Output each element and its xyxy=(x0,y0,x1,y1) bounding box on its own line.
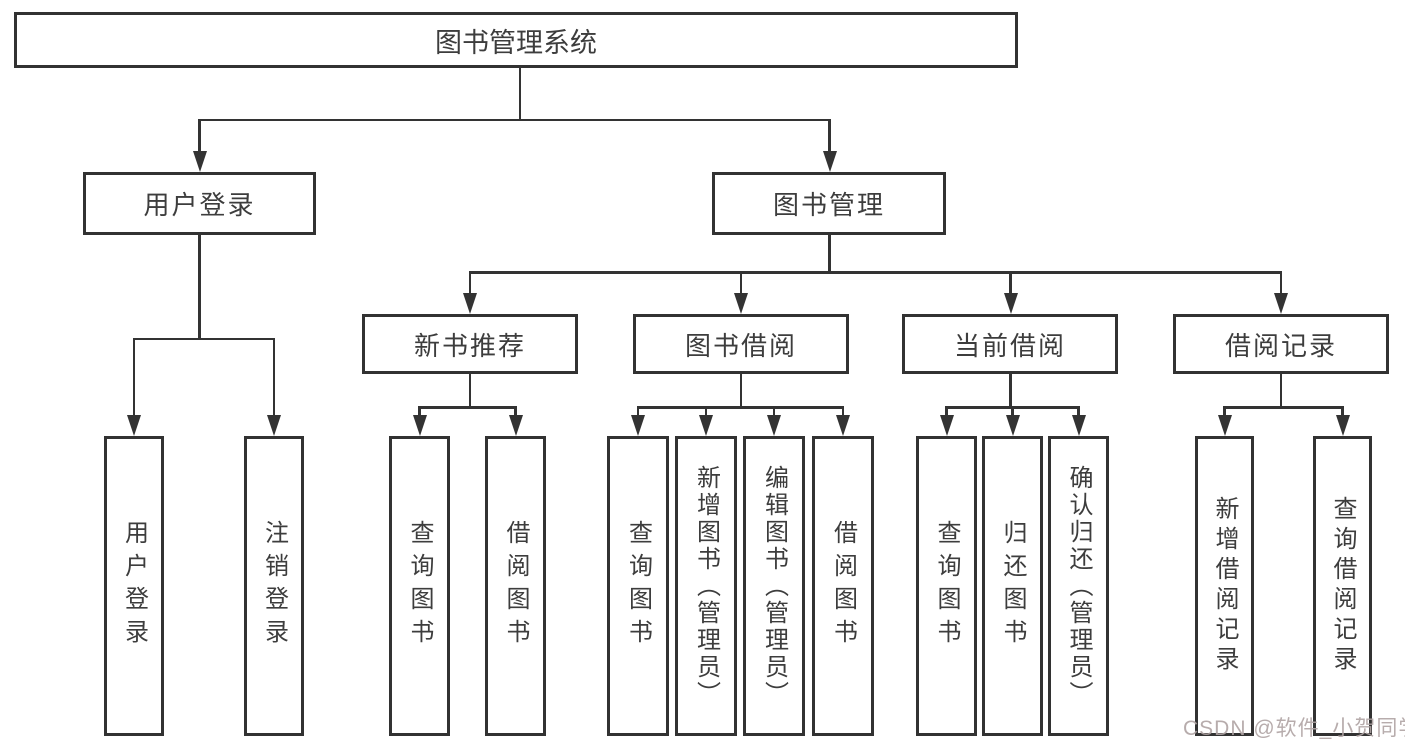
arrow-to-newbook-query xyxy=(412,415,427,436)
arrow-to-newbook-borrow xyxy=(508,415,523,436)
arrow-to-current-query xyxy=(939,415,954,436)
connector-stem-leaf-logout xyxy=(272,338,276,417)
node-book-management: 图书管理 xyxy=(712,172,946,235)
arrow-to-add-record xyxy=(1217,415,1232,436)
arrow-to-new-book-recommend xyxy=(463,293,477,314)
leaf-query-borrow-record-label: 查询借阅记录 xyxy=(1329,496,1356,676)
leaf-borrow-query-books: 查询图书 xyxy=(607,436,669,736)
node-current-borrow-label: 当前借阅 xyxy=(953,330,1066,361)
node-borrow-records-label: 借阅记录 xyxy=(1224,330,1337,361)
connector-stem-query-record xyxy=(1341,406,1344,417)
arrow-to-borrow-books xyxy=(836,415,850,436)
node-new-book-recommend: 新书推荐 xyxy=(362,314,578,374)
arrow-to-edit-books xyxy=(767,415,781,436)
node-borrow-records: 借阅记录 xyxy=(1173,314,1389,374)
connector-user-login-stem xyxy=(198,234,201,339)
connector-stem-return-books xyxy=(1011,406,1014,417)
arrow-to-leaf-logout xyxy=(267,415,281,436)
connector-user-login-hbar xyxy=(132,337,276,340)
connector-book-management-stem xyxy=(828,234,831,273)
connector-stem-current-borrow xyxy=(1009,271,1012,295)
leaf-current-query-books-label: 查询图书 xyxy=(933,520,960,652)
leaf-newbook-borrow-books-label: 借阅图书 xyxy=(502,520,529,652)
connector-stem-edit-books xyxy=(772,406,776,417)
arrow-to-current-borrow xyxy=(1003,293,1018,314)
connector-stem-leaf-user-login xyxy=(132,338,136,417)
node-book-borrow: 图书借阅 xyxy=(633,314,849,374)
connector-current-borrow-stem2 xyxy=(1009,373,1012,408)
connector-stem-add-record xyxy=(1223,406,1226,417)
connector-stem-confirm-return xyxy=(1077,406,1080,417)
connector-stem-newbook-borrow xyxy=(514,406,517,417)
csdn-watermark: CSDN @软件_小贺同学 xyxy=(1183,717,1405,740)
node-current-borrow: 当前借阅 xyxy=(902,314,1118,374)
connector-stem-new-book-recommend xyxy=(468,271,472,295)
connector-book-borrow-hbar xyxy=(636,406,845,409)
connector-borrow-records-stem2 xyxy=(1279,373,1283,408)
connector-stem-add-books xyxy=(704,406,708,417)
leaf-newbook-query-books-label: 查询图书 xyxy=(406,520,433,652)
node-root-label: 图书管理系统 xyxy=(435,27,597,58)
leaf-user-login: 用户登录 xyxy=(104,436,164,736)
leaf-newbook-borrow-books: 借阅图书 xyxy=(485,436,546,736)
arrow-to-query-record xyxy=(1335,415,1350,436)
leaf-add-borrow-record-label: 新增借阅记录 xyxy=(1211,496,1238,676)
arrow-to-return-books xyxy=(1005,415,1020,436)
leaf-return-books: 归还图书 xyxy=(982,436,1043,736)
leaf-newbook-query-books: 查询图书 xyxy=(389,436,450,736)
connector-stem-current-query xyxy=(945,406,948,417)
arrow-to-user-login xyxy=(192,151,207,172)
leaf-query-borrow-record: 查询借阅记录 xyxy=(1313,436,1372,736)
arrow-to-borrow-query xyxy=(631,415,645,436)
node-new-book-recommend-label: 新书推荐 xyxy=(413,330,526,361)
leaf-confirm-return-admin-label: 确认归还（管理员） xyxy=(1065,464,1092,708)
leaf-edit-books-admin-label: 编辑图书（管理员） xyxy=(760,464,788,708)
leaf-borrow-books-label: 借阅图书 xyxy=(829,520,857,652)
leaf-borrow-books: 借阅图书 xyxy=(812,436,874,736)
connector-book-management-hbar xyxy=(468,271,1282,274)
connector-new-book-stem xyxy=(468,373,472,408)
connector-stem-borrow-books xyxy=(841,406,845,417)
arrow-to-confirm-return xyxy=(1071,415,1086,436)
leaf-edit-books-admin: 编辑图书（管理员） xyxy=(743,436,805,736)
leaf-user-login-label: 用户登录 xyxy=(120,520,148,652)
connector-stem-book-management xyxy=(828,119,831,153)
leaf-logout-label: 注销登录 xyxy=(260,520,288,652)
leaf-logout: 注销登录 xyxy=(244,436,304,736)
connector-stem-borrow-records xyxy=(1279,271,1283,295)
leaf-borrow-query-books-label: 查询图书 xyxy=(624,520,652,652)
node-book-borrow-label: 图书借阅 xyxy=(684,330,797,361)
node-user-login-label: 用户登录 xyxy=(143,190,256,220)
node-root: 图书管理系统 xyxy=(14,12,1018,68)
leaf-confirm-return-admin: 确认归还（管理员） xyxy=(1048,436,1109,736)
connector-root-hbar xyxy=(198,118,831,121)
arrow-to-book-borrow xyxy=(734,293,748,314)
leaf-add-borrow-record: 新增借阅记录 xyxy=(1195,436,1254,736)
arrow-to-borrow-records xyxy=(1274,293,1288,314)
connector-book-borrow-stem2 xyxy=(739,373,743,408)
arrow-to-add-books xyxy=(699,415,713,436)
connector-borrow-records-hbar xyxy=(1223,406,1344,409)
connector-root-stem xyxy=(518,67,522,120)
connector-stem-newbook-query xyxy=(418,406,421,417)
connector-stem-user-login xyxy=(198,119,201,153)
arrow-to-book-management xyxy=(822,151,837,172)
connector-stem-book-borrow xyxy=(739,271,743,295)
leaf-current-query-books: 查询图书 xyxy=(916,436,977,736)
leaf-add-books-admin: 新增图书（管理员） xyxy=(675,436,737,736)
node-book-management-label: 图书管理 xyxy=(772,190,885,220)
node-user-login: 用户登录 xyxy=(83,172,316,235)
leaf-return-books-label: 归还图书 xyxy=(999,520,1026,652)
arrow-to-leaf-user-login xyxy=(127,415,141,436)
connector-new-book-hbar xyxy=(418,406,517,409)
connector-stem-borrow-query xyxy=(636,406,640,417)
leaf-add-books-admin-label: 新增图书（管理员） xyxy=(692,464,720,708)
